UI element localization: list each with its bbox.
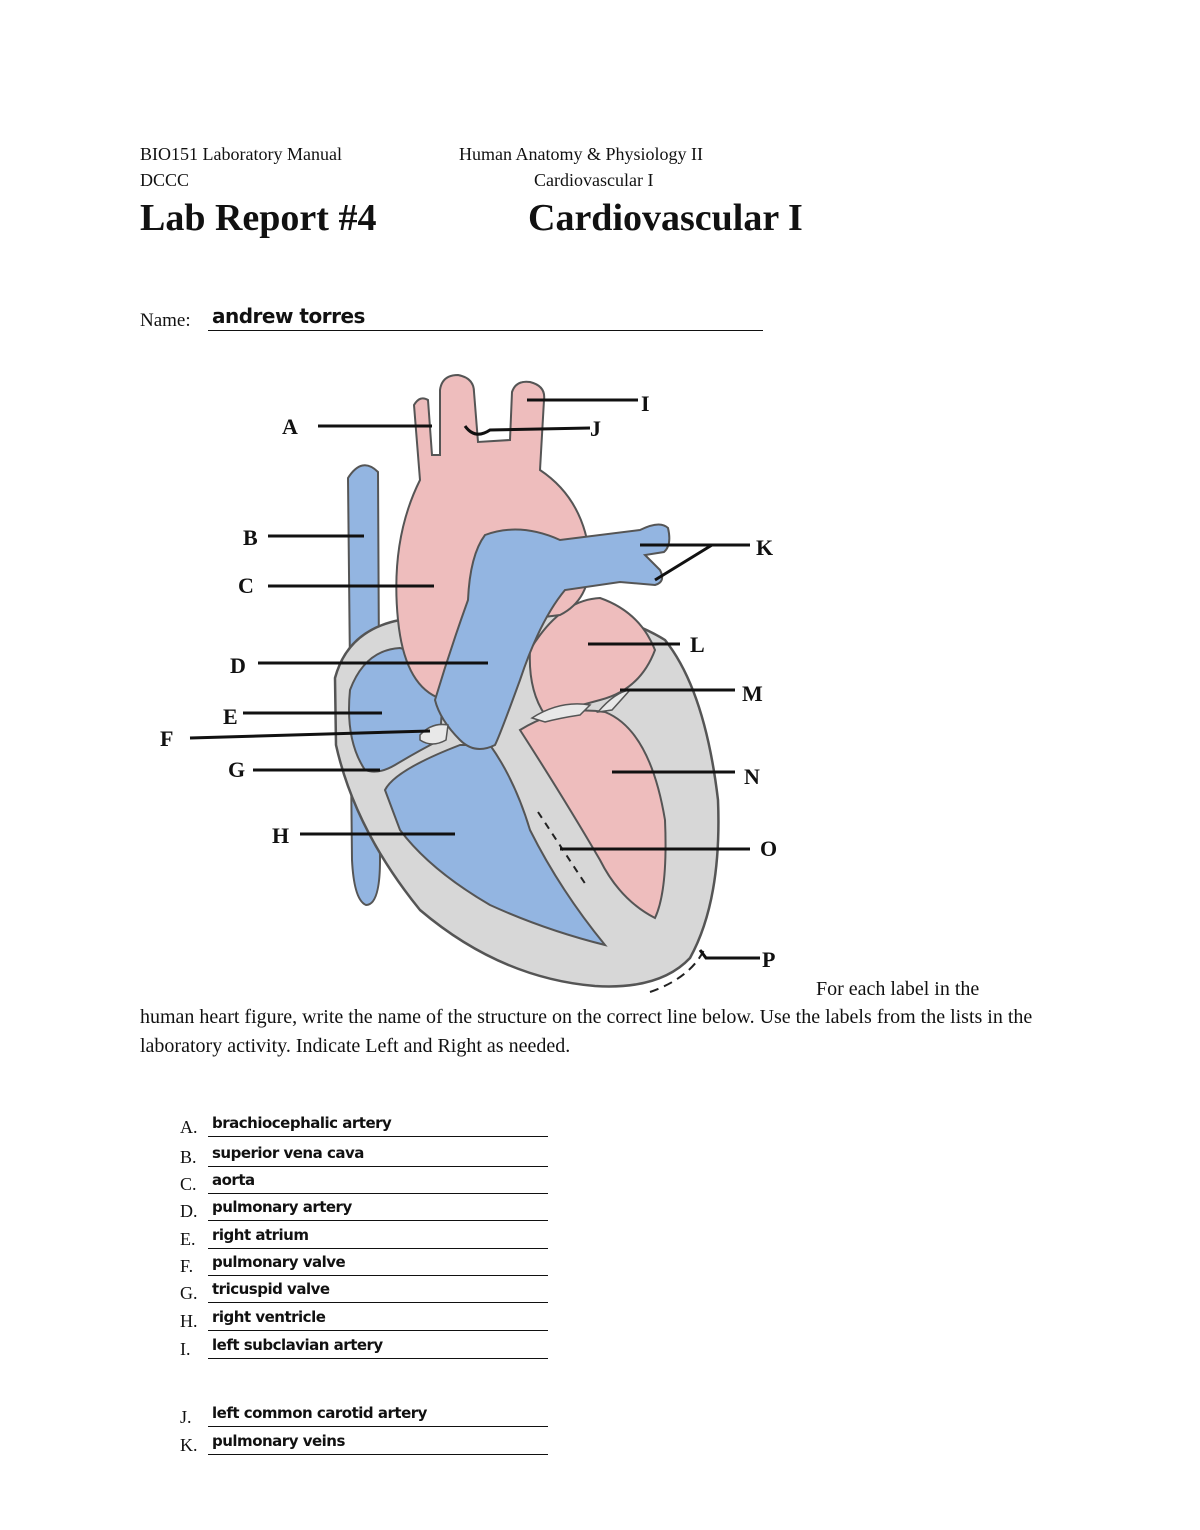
diagram-label-p: P (762, 947, 775, 972)
name-label: Name: (140, 310, 191, 331)
answer-row-a: A. brachiocephalic artery (180, 1114, 560, 1141)
answer-d-handwritten: pulmonary artery (212, 1198, 352, 1216)
answer-c-handwritten: aorta (212, 1171, 255, 1189)
answer-k-handwritten: pulmonary veins (212, 1432, 345, 1450)
name-handwritten: andrew torres (212, 304, 365, 328)
diagram-label-f: F (160, 726, 173, 751)
diagram-label-a: A (282, 414, 298, 439)
answer-row-j: J. left common carotid artery (180, 1404, 560, 1431)
answer-row-i: I. left subclavian artery (180, 1336, 560, 1363)
answer-row-g: G. tricuspid valve (180, 1280, 560, 1307)
pulmonary-valve-shape (419, 723, 449, 745)
answer-b-handwritten: superior vena cava (212, 1144, 364, 1162)
answer-row-b: B. superior vena cava (180, 1144, 560, 1171)
header-manual-title: BIO151 Laboratory Manual (140, 144, 342, 164)
answer-f-handwritten: pulmonary valve (212, 1253, 346, 1271)
header-school: DCCC (140, 170, 190, 190)
answer-i-handwritten: left subclavian artery (212, 1336, 383, 1354)
header-course-title: Human Anatomy & Physiology II (459, 144, 703, 164)
diagram-label-o: O (760, 836, 777, 861)
diagram-label-e: E (223, 704, 238, 729)
diagram-label-h: H (272, 823, 289, 848)
instructions-text: human heart figure, write the name of th… (140, 1006, 1033, 1057)
answer-e-handwritten: right atrium (212, 1226, 309, 1244)
answer-a-handwritten: brachiocephalic artery (212, 1114, 392, 1132)
diagram-label-c: C (238, 573, 254, 598)
answer-row-c: C. aorta (180, 1171, 560, 1198)
answer-row-d: D. pulmonary artery (180, 1198, 560, 1225)
diagram-label-n: N (744, 764, 760, 789)
right-ventricle-shape (383, 744, 608, 947)
page-title: Lab Report #4 (140, 197, 377, 239)
name-underline (208, 330, 763, 331)
diagram-label-k: K (756, 535, 773, 560)
heart-diagram: A B C D E F G H I J K L M N O P (160, 373, 777, 993)
diagram-label-i: I (641, 391, 650, 416)
answer-row-k: K. pulmonary veins (180, 1432, 560, 1459)
left-ventricle-shape (518, 709, 667, 920)
answer-row-h: H. right ventricle (180, 1308, 560, 1335)
leader-lines (189, 398, 760, 960)
diagram-label-m: M (742, 681, 763, 706)
answer-g-handwritten: tricuspid valve (212, 1280, 330, 1298)
diagram-label-g: G (228, 757, 245, 782)
pericardium-arc (649, 949, 705, 993)
diagram-label-j: J (590, 416, 601, 441)
answer-j-handwritten: left common carotid artery (212, 1404, 427, 1422)
answer-row-f: F. pulmonary valve (180, 1253, 560, 1280)
page-subtitle: Cardiovascular I (528, 197, 803, 239)
diagram-label-l: L (690, 632, 705, 657)
answer-row-e: E. right atrium (180, 1226, 560, 1253)
diagram-label-d: D (230, 653, 246, 678)
header-topic: Cardiovascular I (534, 170, 654, 190)
answer-h-handwritten: right ventricle (212, 1308, 326, 1326)
instructions-text-start: For each label in the (816, 978, 980, 1000)
diagram-label-b: B (243, 525, 258, 550)
